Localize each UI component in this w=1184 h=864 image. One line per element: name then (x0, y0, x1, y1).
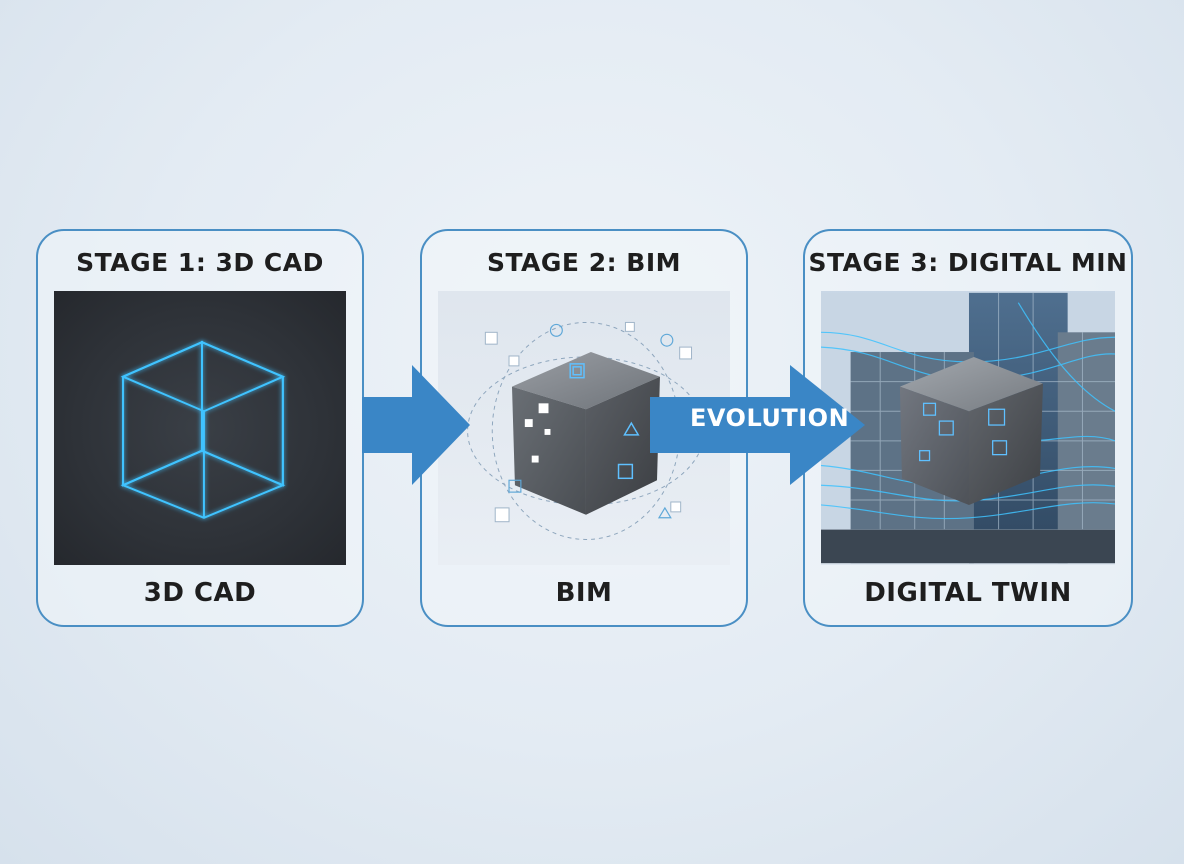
stage-3-image (821, 291, 1115, 565)
bim-cube-icon (467, 321, 705, 540)
stage-3-card: STAGE 3: DIGITAL MIN (803, 229, 1133, 627)
stage-2-title: STAGE 2: BIM (486, 248, 682, 277)
building-icon (821, 292, 1115, 564)
stage-1-card: STAGE 1: 3D CAD (36, 229, 364, 627)
stage-1-label: 3D CAD (143, 578, 257, 608)
stage-1-title: STAGE 1: 3D CAD (76, 248, 324, 277)
arrow-right-icon (362, 365, 470, 485)
evolution-label: EVOLUTION (690, 404, 850, 432)
wireframe-cube-icon (120, 340, 286, 519)
stage-3-title: STAGE 3: DIGITAL MIN (808, 248, 1128, 277)
stage-1-image (54, 291, 346, 565)
stage-2-label: BIM (555, 578, 613, 608)
stage-3-label: DIGITAL TWIN (864, 578, 1072, 608)
evolution-arrow (650, 365, 865, 485)
digital-twin-cube-icon (919, 402, 1008, 462)
